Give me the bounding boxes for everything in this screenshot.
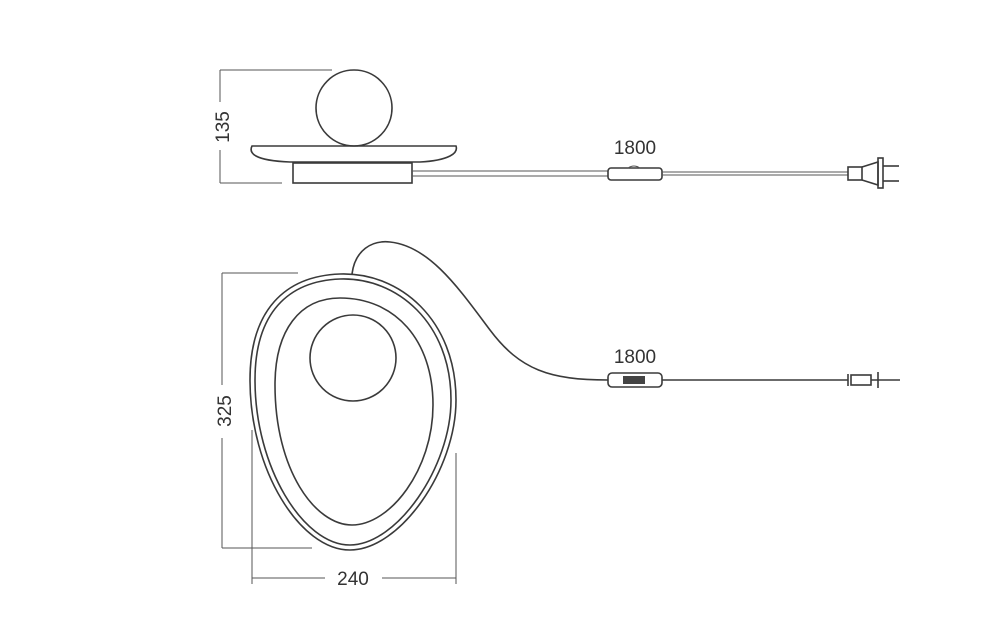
depth-label: 325 xyxy=(215,395,236,427)
dish-outline-outer xyxy=(249,273,457,551)
cable-length-label-top: 1800 xyxy=(614,347,656,368)
width-label: 240 xyxy=(337,569,369,590)
cable-length-label: 1800 xyxy=(614,138,656,159)
side-view: 135 1800 xyxy=(213,69,899,189)
globe xyxy=(315,69,393,147)
plug-top xyxy=(847,372,900,388)
cable xyxy=(351,241,609,381)
switch-button xyxy=(623,376,645,384)
width-dimension: 240 xyxy=(251,430,457,590)
dish-inner xyxy=(274,297,434,526)
dish xyxy=(250,145,458,163)
dish-outline-rim xyxy=(254,278,452,546)
globe-top xyxy=(309,314,397,402)
height-label: 135 xyxy=(213,111,234,143)
depth-dimension: 325 xyxy=(215,272,312,549)
plug xyxy=(847,157,899,189)
inline-switch xyxy=(607,167,663,181)
base xyxy=(292,162,413,184)
height-dimension: 135 xyxy=(213,69,332,184)
top-view: 1800 325 240 xyxy=(215,241,900,590)
